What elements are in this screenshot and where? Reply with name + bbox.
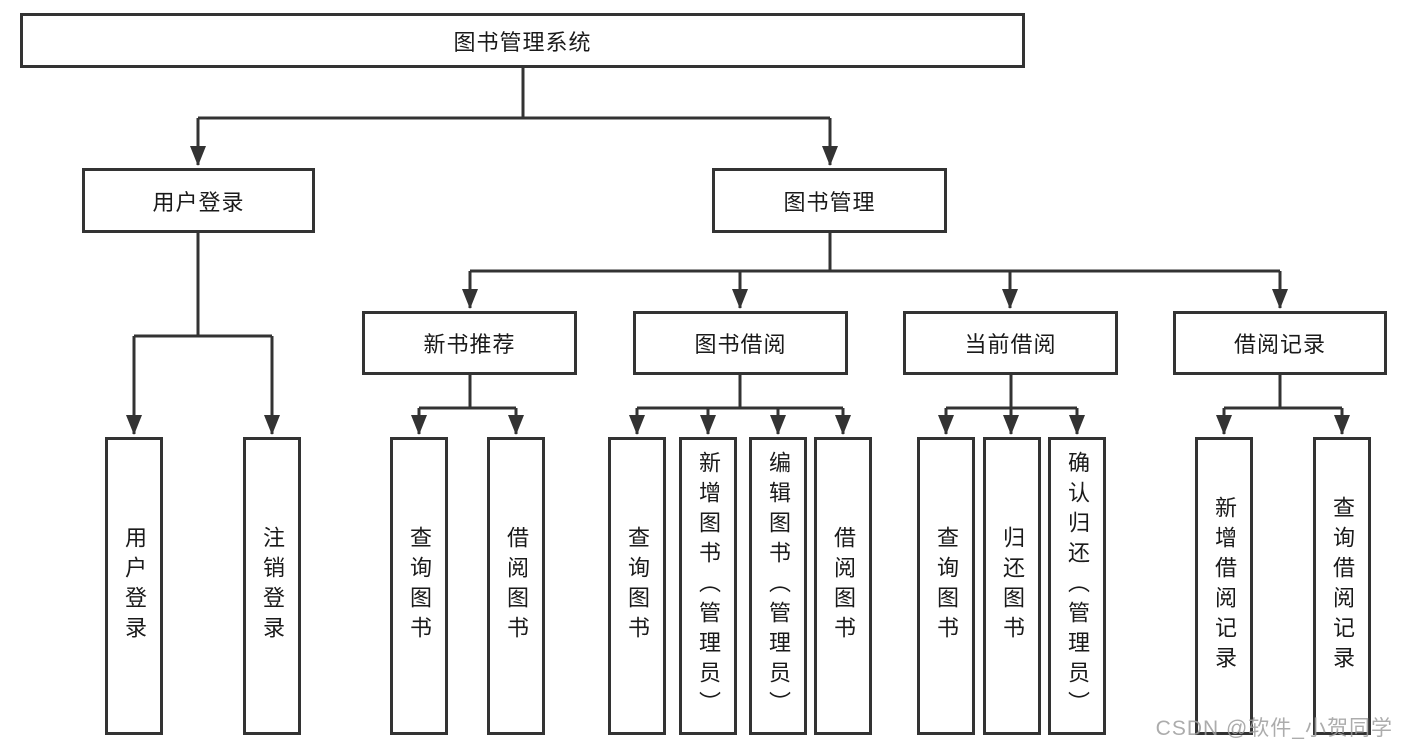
node-label: 编辑图书（管理员） (766, 451, 791, 721)
node-root-library-management-system: 图书管理系统 (20, 13, 1025, 68)
node-label: 借阅图书 (504, 526, 529, 646)
leaf-edit-book-admin: 编辑图书（管理员） (749, 437, 807, 735)
leaf-logout: 注销登录 (243, 437, 301, 735)
leaf-add-book-admin: 新增图书（管理员） (679, 437, 737, 735)
node-book-borrow: 图书借阅 (633, 311, 848, 375)
node-label: 查询图书 (934, 526, 959, 646)
leaf-user-login: 用户登录 (105, 437, 163, 735)
node-label: 查询借阅记录 (1330, 496, 1355, 676)
leaf-confirm-return-admin: 确认归还（管理员） (1048, 437, 1106, 735)
node-label: 归还图书 (1000, 526, 1025, 646)
node-label: 图书管理系统 (453, 29, 592, 55)
node-label: 图书借阅 (694, 332, 787, 357)
node-new-book-recommend: 新书推荐 (362, 311, 577, 375)
leaf-query-borrow-record: 查询借阅记录 (1313, 437, 1371, 735)
node-label: 查询图书 (625, 526, 650, 646)
leaf-borrow-books-recommend: 借阅图书 (487, 437, 545, 735)
node-label: 确认归还（管理员） (1065, 451, 1090, 721)
node-label: 借阅图书 (831, 526, 856, 646)
node-label: 用户登录 (152, 189, 245, 215)
node-label: 新增借阅记录 (1212, 496, 1237, 676)
csdn-watermark: CSDN @软件_小贺同学 (1155, 717, 1393, 740)
leaf-query-books-recommend: 查询图书 (390, 437, 448, 735)
node-current-borrow: 当前借阅 (903, 311, 1118, 375)
node-label: 用户登录 (122, 526, 147, 646)
node-label: 借阅记录 (1233, 332, 1326, 357)
leaf-query-books-current: 查询图书 (917, 437, 975, 735)
node-label: 新书推荐 (423, 332, 516, 357)
node-label: 新增图书（管理员） (696, 451, 721, 721)
leaf-query-books-borrow: 查询图书 (608, 437, 666, 735)
node-label: 图书管理 (783, 189, 876, 215)
node-label: 当前借阅 (964, 332, 1057, 357)
node-borrow-records: 借阅记录 (1173, 311, 1387, 375)
leaf-add-borrow-record: 新增借阅记录 (1195, 437, 1253, 735)
node-label: 查询图书 (407, 526, 432, 646)
leaf-return-book: 归还图书 (983, 437, 1041, 735)
leaf-borrow-books: 借阅图书 (814, 437, 872, 735)
node-book-management-branch: 图书管理 (712, 168, 947, 233)
node-label: 注销登录 (260, 526, 285, 646)
node-user-login-branch: 用户登录 (82, 168, 315, 233)
